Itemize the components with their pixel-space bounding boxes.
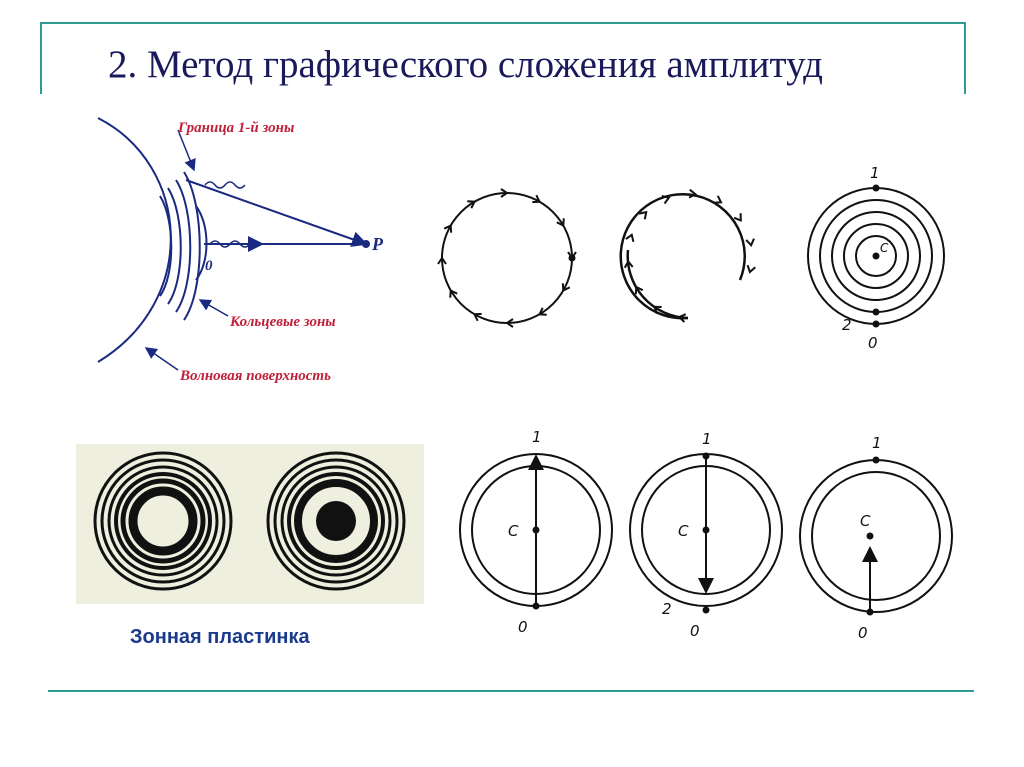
circle-middle-arrowhead xyxy=(652,305,662,314)
spiral-top-right xyxy=(807,184,945,328)
bottom-2-label-1: 1 xyxy=(702,430,712,448)
bottom-1-label-0: 0 xyxy=(518,618,528,636)
circle-left-arrowhead xyxy=(567,251,577,260)
bottom-spiral-3 xyxy=(799,456,953,616)
circle-middle-arrowhead xyxy=(746,264,756,274)
wave-surface-diagram xyxy=(97,117,370,371)
slide-title: 2. Метод графического сложения амплитуд xyxy=(108,43,823,86)
zone-plate-black-center xyxy=(266,451,406,591)
spiral-label-1: 1 xyxy=(870,164,880,182)
pointer-wave-surface xyxy=(144,347,179,371)
circle-middle-arrowhead xyxy=(625,233,635,243)
circle-left-arrowhead xyxy=(437,256,447,265)
ray-boundary xyxy=(185,179,368,247)
wave-surface-arc xyxy=(97,117,172,363)
circle-middle-arrowhead xyxy=(634,285,644,295)
zone-plate-white-center xyxy=(93,451,233,591)
zone-arc-4 xyxy=(159,195,173,297)
pointer-boundary xyxy=(177,129,196,172)
circle-middle-arrowhead xyxy=(661,195,671,205)
zone-arc-2 xyxy=(175,179,192,313)
circle-left-arrowhead xyxy=(472,312,482,322)
arrow-circle-left xyxy=(441,192,576,324)
circle-left-arrowhead xyxy=(532,194,542,204)
point-p xyxy=(362,240,370,248)
wave-squiggle-1 xyxy=(204,181,246,189)
bottom-spiral-2 xyxy=(629,452,783,614)
label-boundary: Граница 1-й зоны xyxy=(177,120,294,136)
spiral-label-c: C xyxy=(880,241,889,255)
circle-middle-arrowhead xyxy=(677,313,687,323)
frame-right-line xyxy=(964,22,966,94)
circle-middle-arrowhead xyxy=(638,210,648,220)
spiral-label-0: 0 xyxy=(868,334,878,352)
frame-left-line xyxy=(40,22,42,94)
circle-middle-arrowhead xyxy=(745,238,755,247)
circle-middle-arrowhead xyxy=(733,213,742,222)
label-zero: 0 xyxy=(205,258,213,274)
bottom-2-label-c: C xyxy=(678,522,689,540)
circle-left-arrowhead xyxy=(443,223,453,233)
zone-arc-3 xyxy=(167,187,182,305)
bottom-3-label-0: 0 xyxy=(858,624,868,642)
circle-middle-arrowhead xyxy=(688,188,698,199)
wave-squiggle-2 xyxy=(209,240,251,248)
pointer-ring-zones xyxy=(198,299,229,317)
bottom-1-label-c: C xyxy=(508,522,519,540)
label-point-p: P xyxy=(371,234,384,254)
circle-left-arrowhead xyxy=(561,283,571,293)
bottom-1-label-1: 1 xyxy=(532,428,542,446)
frame-top-line xyxy=(40,22,966,24)
bottom-3-label-c: C xyxy=(860,512,871,530)
circle-left-arrowhead xyxy=(505,318,514,328)
circle-left-arrowhead xyxy=(449,288,458,298)
circle-middle-arrowhead xyxy=(623,259,634,269)
bottom-2-label-0: 0 xyxy=(690,622,700,640)
circle-left-arrowhead xyxy=(500,188,509,198)
frame-bottom-line xyxy=(48,690,974,692)
bottom-3-label-1: 1 xyxy=(872,434,882,452)
label-ring-zones: Кольцевые зоны xyxy=(229,314,336,330)
circle-left-arrowhead xyxy=(467,200,477,209)
bottom-2-label-2: 2 xyxy=(662,600,672,618)
bottom-spiral-1 xyxy=(459,453,613,610)
circle-middle-arrowhead xyxy=(713,195,723,204)
circle-left-arrowhead xyxy=(537,307,547,316)
label-wave-surface: Волновая поверхность xyxy=(179,368,331,384)
zone-plate-caption: Зонная пластинка xyxy=(130,626,310,648)
spiral-label-2: 2 xyxy=(842,316,852,334)
zone-arc-1 xyxy=(183,171,201,321)
circle-left-arrowhead xyxy=(556,218,565,228)
